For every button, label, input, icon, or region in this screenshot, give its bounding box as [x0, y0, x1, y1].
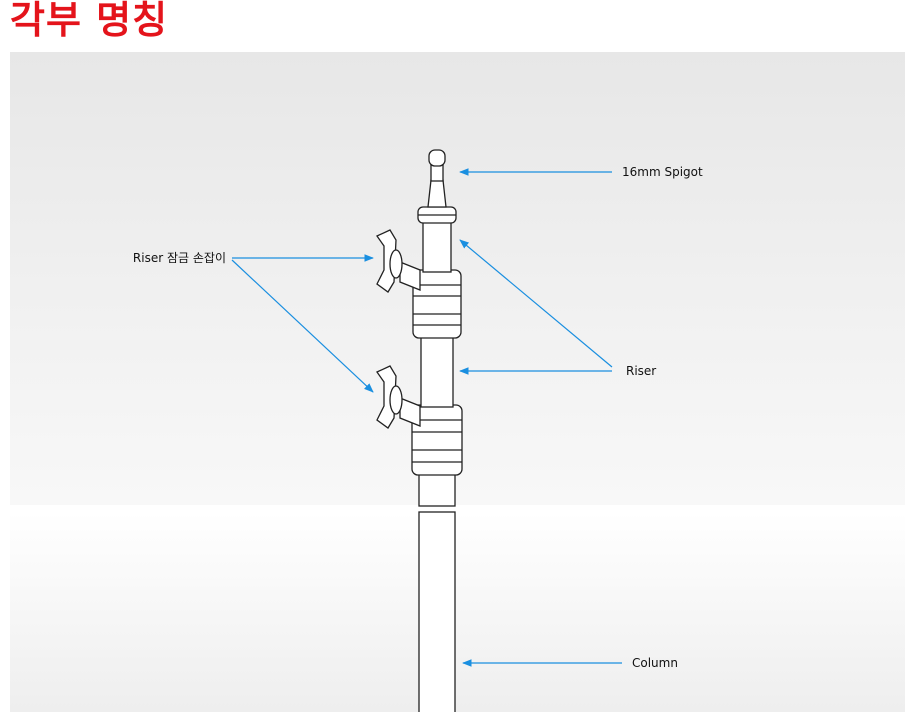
riser-lock-arrow-lower: [231, 259, 374, 393]
column-tube: [418, 469, 456, 712]
page-title: 각부 명칭: [10, 0, 169, 42]
column-label: Column: [632, 656, 678, 670]
top-ring: [417, 206, 457, 224]
upper-lock-knob: [376, 229, 421, 293]
spigot-label: 16mm Spigot: [622, 165, 703, 179]
riser-tube-upper: [422, 219, 452, 273]
diagram-panel-bottom: [10, 512, 905, 712]
lower-lock-knob: [376, 365, 421, 429]
riser-tube-lower: [420, 334, 454, 408]
callout-arrows: [231, 168, 622, 667]
light-stand-drawing: [376, 149, 463, 712]
spigot-shape: [427, 149, 447, 208]
riser-lock-label: Riser 잠금 손잡이: [133, 251, 226, 265]
riser-arrow-upper: [459, 239, 613, 368]
riser-label: Riser: [626, 364, 656, 378]
